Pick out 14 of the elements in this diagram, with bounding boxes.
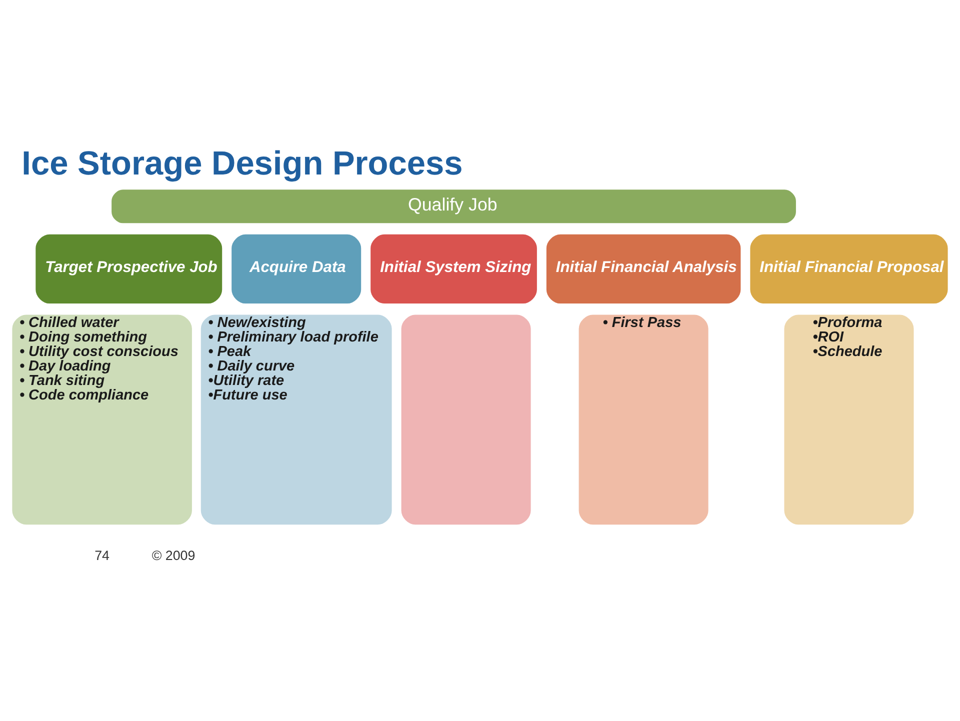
node-box: Initial System Sizing (370, 234, 537, 304)
node-box: Initial Financial Analysis (546, 234, 741, 304)
node-box: •Proforma •ROI •Schedule (784, 314, 914, 525)
node-box: • First Pass (578, 314, 708, 525)
node-box: Target Prospective Job (36, 234, 222, 304)
node-box: Acquire Data (232, 234, 362, 304)
label: 74 (94, 548, 110, 563)
node-box: Qualify Job (112, 190, 796, 224)
node-box: • Chilled water • Doing something • Utility cost conscious • Day loading • Tank siting • Code compliance (12, 314, 192, 525)
diagram-title: Ice Storage Design Process (22, 146, 463, 183)
node-box: Initial Financial Proposal (750, 234, 948, 304)
label: © 2009 (152, 548, 196, 563)
node-box: • New/existing • Preliminary load profile • Peak • Daily curve •Utility rate •Future use (200, 314, 392, 525)
node-box (401, 314, 531, 525)
